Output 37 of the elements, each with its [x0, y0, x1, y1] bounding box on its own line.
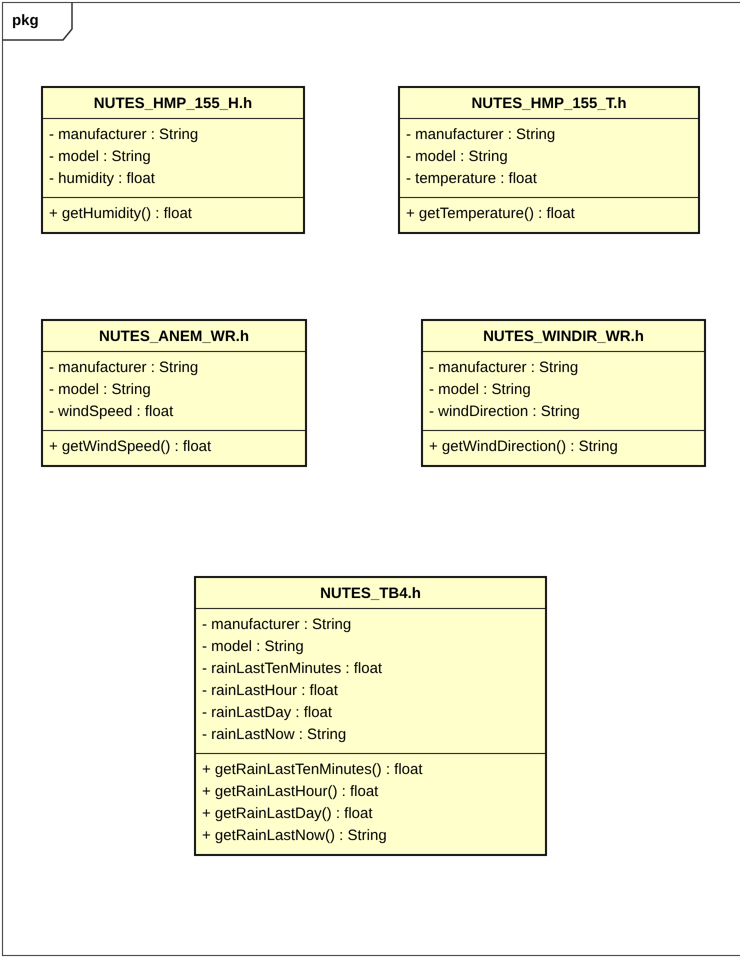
attribute-text: - model : String: [49, 147, 151, 167]
class-box: [41, 86, 305, 234]
class-name: NUTES_HMP_155_T.h: [470, 94, 628, 114]
operation-text: + getRainLastHour() : float: [202, 782, 378, 802]
class-box: [398, 86, 700, 234]
attribute-text: - model : String: [406, 147, 508, 167]
attribute-text: - rainLastNow : String: [202, 725, 346, 745]
operation-text: + getRainLastDay() : float: [202, 804, 373, 824]
class-name: NUTES_WINDIR_WR.h: [482, 327, 645, 347]
attribute-text: - windDirection : String: [429, 402, 580, 422]
attribute-text: - rainLastDay : float: [202, 703, 332, 723]
operation-text: + getWindSpeed() : float: [49, 437, 212, 457]
class-name: NUTES_HMP_155_H.h: [92, 94, 254, 114]
attribute-text: - windSpeed : float: [49, 402, 174, 422]
attribute-text: - humidity : float: [49, 169, 155, 189]
operation-text: + getWindDirection() : String: [429, 437, 618, 457]
attribute-text: - rainLastTenMinutes : float: [202, 659, 382, 679]
class-name: NUTES_ANEM_WR.h: [98, 327, 250, 347]
attribute-text: - temperature : float: [406, 169, 537, 189]
attribute-text: - rainLastHour : float: [202, 681, 338, 701]
operation-text: + getTemperature() : float: [406, 204, 575, 224]
operation-text: + getRainLastTenMinutes() : float: [202, 760, 423, 780]
attribute-text: - manufacturer : String: [49, 358, 198, 378]
attribute-text: - model : String: [49, 380, 151, 400]
class-box: [194, 576, 547, 856]
attribute-text: - model : String: [202, 637, 304, 657]
attribute-text: - model : String: [429, 380, 531, 400]
attribute-text: - manufacturer : String: [202, 615, 352, 635]
attribute-text: - manufacturer : String: [49, 125, 198, 145]
package-label: pkg: [12, 12, 39, 29]
operation-text: + getHumidity() : float: [49, 204, 192, 224]
operation-text: + getRainLastNow() : String: [202, 826, 387, 846]
attribute-text: - manufacturer : String: [406, 125, 556, 145]
attribute-text: - manufacturer : String: [429, 358, 578, 378]
class-box: [421, 319, 706, 467]
class-name: NUTES_TB4.h: [319, 584, 422, 604]
class-box: [41, 319, 307, 467]
